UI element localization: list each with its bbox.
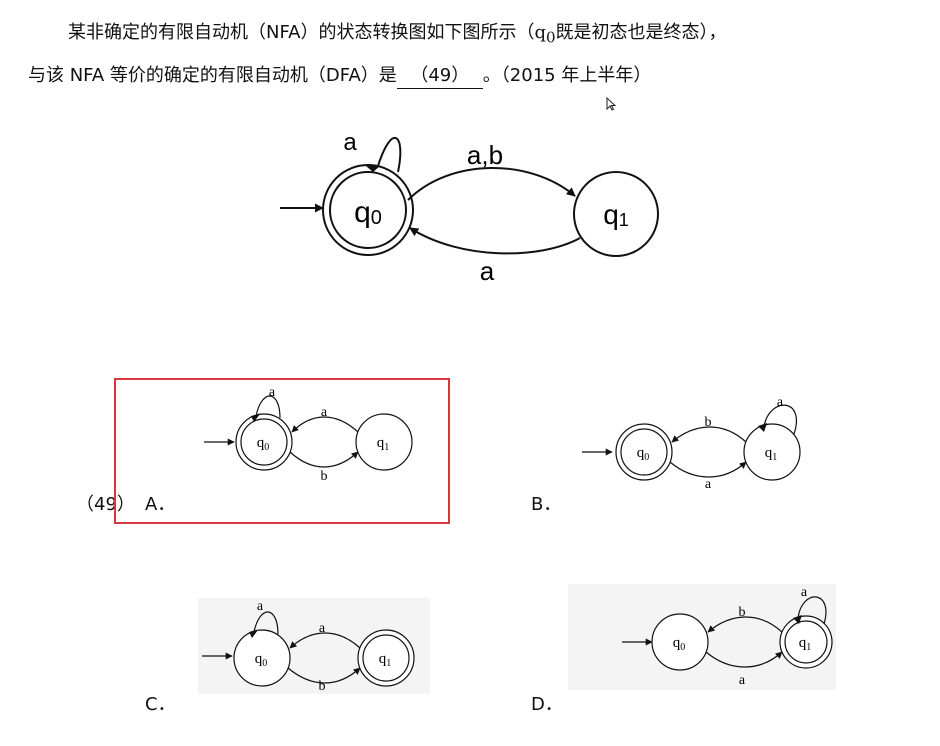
question-line-2: 与该 NFA 等价的确定的有限自动机（DFA）是（49）。（2015 年上半年） xyxy=(28,57,928,95)
option-d-self-loop xyxy=(797,596,827,625)
option-d-state-q1-outer xyxy=(779,615,833,669)
option-a-self-loop xyxy=(255,395,281,419)
option-a-loop-arrowhead xyxy=(251,414,260,422)
option-d-state-q0 xyxy=(651,613,709,671)
option-b-state-q0-outer xyxy=(615,423,673,481)
option-c-q1-label: q1 xyxy=(379,651,392,669)
question-line1-pre: 某非确定的有限自动机（NFA）的状态转换图如下图所示（ xyxy=(68,22,535,43)
option-a-q0-label: q0 xyxy=(257,435,270,453)
option-c-self-loop xyxy=(253,611,279,635)
option-a-state-q0-inner xyxy=(240,418,288,466)
nfa-state-q0-label: q0 xyxy=(354,196,382,229)
answer-blank: （49） xyxy=(396,64,483,89)
option-b-lower-label: a xyxy=(705,477,712,492)
question-line2-pre: 与该 NFA 等价的确定的有限自动机（DFA）是 xyxy=(28,64,397,86)
question-line-1: 某非确定的有限自动机（NFA）的状态转换图如下图所示（q0既是初态也是终态）， xyxy=(28,14,928,57)
option-b-loop-arrowhead xyxy=(758,423,767,432)
nfa-edge-bottom-label: a xyxy=(480,256,495,286)
option-b-edge-lower xyxy=(669,461,747,478)
nfa-edge-q0-q1 xyxy=(407,167,576,201)
option-d-q1-label: q1 xyxy=(799,635,812,653)
option-b-label[interactable]: B． xyxy=(531,494,562,515)
option-b-loop-label: a xyxy=(777,395,784,410)
option-a-edge-upper xyxy=(291,416,359,433)
option-c-loop-label: a xyxy=(257,599,264,614)
question-text: 某非确定的有限自动机（NFA）的状态转换图如下图所示（q0既是初态也是终态）， … xyxy=(28,14,928,95)
option-d-label[interactable]: D． xyxy=(531,694,563,715)
option-b-q0-label: q0 xyxy=(637,445,650,463)
question-line1-post: 既是初态也是终态）， xyxy=(555,22,727,43)
option-a-state-q0-outer xyxy=(235,413,293,471)
option-a-upper-label: a xyxy=(321,405,328,420)
option-b-state-q0-inner xyxy=(620,428,668,476)
option-a-label[interactable]: A． xyxy=(145,494,176,515)
option-a-q1-label: q1 xyxy=(377,435,390,453)
q0-symbol: q0 xyxy=(534,22,556,47)
option-a-loop-label: a xyxy=(269,385,276,400)
option-b-diagram[interactable]: q0 q1 a b a xyxy=(580,390,820,494)
option-c-state-q1-outer xyxy=(357,629,415,687)
question-line2-post: 。（2015 年上半年） xyxy=(482,64,652,86)
nfa-state-q1-label: q1 xyxy=(603,199,629,230)
option-c-edge-upper xyxy=(289,632,361,649)
mouse-cursor-icon xyxy=(606,96,617,111)
nfa-edge-top-label: a,b xyxy=(467,140,503,170)
option-c-upper-label: a xyxy=(319,621,326,636)
nfa-state-q0-inner xyxy=(329,171,407,249)
option-a-state-q1 xyxy=(355,413,413,471)
option-d-loop-arrowhead xyxy=(793,615,802,624)
option-c-lower-label: b xyxy=(319,679,326,694)
option-d-loop-label: a xyxy=(801,585,808,600)
option-d-diagram[interactable]: q0 q1 a b a xyxy=(568,584,836,690)
nfa-self-loop xyxy=(377,136,402,173)
nfa-state-q1 xyxy=(573,171,659,257)
option-d-q0-label: q0 xyxy=(673,635,686,653)
option-a-edge-lower xyxy=(289,451,359,468)
option-d-edge-upper xyxy=(707,616,783,633)
option-b-upper-label: b xyxy=(705,415,712,430)
option-c-state-q0 xyxy=(233,629,291,687)
option-c-state-q1-inner xyxy=(362,634,410,682)
option-b-q1-label: q1 xyxy=(765,445,778,463)
nfa-self-loop-label: a xyxy=(343,129,357,156)
option-a-lower-label: b xyxy=(321,469,328,484)
nfa-self-loop-arrowhead xyxy=(366,166,380,172)
nfa-state-q0-outer xyxy=(322,164,414,256)
option-b-state-q1 xyxy=(743,423,801,481)
nfa-edge-q1-q0 xyxy=(409,227,581,255)
option-d-edge-lower xyxy=(705,651,783,668)
option-b-self-loop xyxy=(763,404,797,435)
option-d-lower-label: a xyxy=(739,673,746,688)
option-d-upper-label: b xyxy=(739,605,746,620)
option-c-edge-lower xyxy=(287,667,361,684)
option-b-edge-upper xyxy=(671,426,747,443)
option-c-q0-label: q0 xyxy=(255,651,268,669)
option-c-diagram[interactable]: q0 a q1 a b xyxy=(198,598,430,694)
option-d-state-q1-inner xyxy=(784,620,828,664)
option-a-diagram[interactable]: q0 a q1 a b xyxy=(196,380,426,484)
option-c-loop-arrowhead xyxy=(249,630,258,638)
option-c-label[interactable]: C． xyxy=(145,694,176,715)
nfa-diagram: q0 a q1 a,b a xyxy=(280,129,659,286)
question-number: （49） xyxy=(76,494,135,515)
